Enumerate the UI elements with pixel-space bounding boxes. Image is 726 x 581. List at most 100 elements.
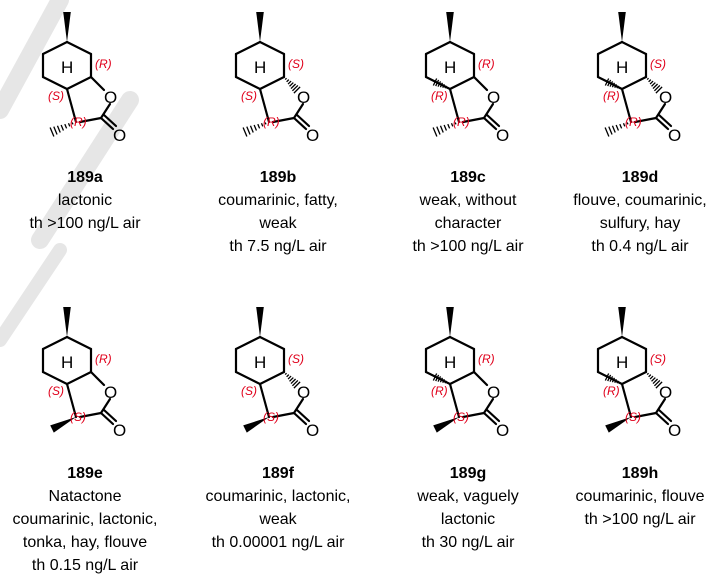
hash-stroke — [646, 372, 650, 376]
lactone-bond — [482, 102, 495, 120]
hash-stroke — [443, 124, 448, 131]
methyl-wedge-top — [618, 307, 626, 337]
descriptor-line: th >100 ng/L air — [584, 511, 696, 528]
hash-stroke — [655, 86, 663, 94]
hash-stroke — [653, 379, 661, 387]
carbonyl-bond — [482, 411, 498, 426]
ring-fusion-bond — [620, 75, 648, 91]
molecule-189c: HOO(R)(R)(R) — [424, 12, 509, 145]
hash-stroke — [649, 375, 654, 380]
hash-stroke — [287, 375, 292, 380]
methyl-wedge — [243, 417, 269, 433]
ring-bond — [234, 370, 262, 386]
lactone-bond — [271, 411, 296, 419]
hash-stroke — [442, 379, 445, 383]
lactone-bond — [472, 370, 489, 387]
hash-stroke — [442, 84, 445, 88]
stereo-label-c3: (S) — [70, 410, 86, 424]
hash-stroke — [264, 122, 267, 125]
ring-oxygen-label: O — [659, 383, 672, 402]
hash-stroke — [432, 127, 438, 137]
hydrogen-atom-label: H — [254, 58, 266, 77]
ring-bond — [424, 75, 452, 91]
lactone-bond — [292, 102, 305, 120]
hash-stroke — [616, 85, 619, 89]
carbonyl-bond — [485, 408, 501, 423]
ring-bond — [620, 40, 648, 56]
h-hash-bond — [604, 373, 621, 385]
lactone-bond — [448, 87, 461, 124]
carbonyl-oxygen-label: O — [113, 126, 126, 145]
hash-stroke — [71, 122, 74, 125]
stereo-label-c1: (S) — [650, 57, 666, 71]
ring-oxygen-label: O — [487, 383, 500, 402]
stereo-label-c3: (R) — [453, 115, 470, 129]
carbonyl-bond — [485, 113, 501, 128]
ring-fusion-bond — [65, 370, 93, 386]
stereo-label-c3: (R) — [70, 115, 87, 129]
lactone-bond — [654, 102, 667, 120]
descriptor-line: lactonic — [440, 511, 496, 528]
carbonyl-bond — [657, 408, 673, 423]
lactone-bond — [89, 75, 106, 92]
lactone-hash-bond — [646, 77, 663, 94]
lactone-hash-bond — [646, 372, 663, 389]
hash-stroke — [446, 86, 449, 90]
hash-stroke — [291, 379, 299, 387]
lactone-bond — [620, 87, 633, 124]
descriptor-line: coumarinic, fatty, — [218, 192, 338, 209]
stereo-label-c2: (S) — [241, 384, 257, 398]
descriptor-line: lactonic — [57, 192, 113, 209]
hash-stroke — [290, 378, 297, 385]
carbonyl-bond — [99, 411, 115, 426]
hash-stroke — [432, 373, 438, 381]
ring-bond — [258, 40, 286, 56]
lactone-bond — [654, 397, 667, 415]
hash-stroke — [435, 79, 440, 87]
methyl-wedge-top — [618, 12, 626, 42]
descriptor-line: coumarinic, flouve — [575, 488, 705, 505]
hash-stroke — [609, 376, 614, 382]
ring-fusion-bond — [448, 75, 476, 91]
hash-stroke — [289, 377, 294, 382]
ring-oxygen-label: O — [297, 383, 310, 402]
descriptor-line: th 7.5 ng/L air — [229, 238, 327, 255]
watermark-stroke — [31, 91, 139, 249]
hash-stroke — [652, 378, 659, 385]
compound-id: 189h — [621, 465, 659, 482]
lactone-hash-bond — [284, 77, 301, 94]
ring-bond — [234, 335, 262, 351]
h-hash-bond — [432, 78, 449, 90]
ring-bond — [620, 335, 648, 351]
hash-stroke — [652, 83, 659, 90]
h-hash-bond — [604, 78, 621, 90]
methyl-wedge-top — [256, 307, 264, 337]
hash-stroke — [604, 78, 610, 86]
carbonyl-bond — [102, 113, 118, 128]
stereo-label-c2: (R) — [431, 384, 448, 398]
carbonyl-bond — [295, 113, 311, 128]
hash-stroke — [444, 380, 447, 384]
ring-bond — [596, 370, 624, 386]
carbonyl-bond — [292, 116, 308, 131]
ring-bond — [258, 335, 286, 351]
hash-stroke — [611, 82, 616, 88]
hash-stroke — [246, 126, 251, 135]
hash-stroke — [615, 124, 620, 131]
hash-stroke — [290, 83, 297, 90]
lactone-bond — [448, 382, 461, 419]
ring-bond — [596, 335, 624, 351]
molecule-189b: HOO(S)(S)(R) — [234, 12, 319, 145]
descriptor-line: weak — [259, 511, 297, 528]
watermark-stroke — [0, 243, 67, 347]
ring-fusion-bond — [258, 75, 286, 91]
lactone-bond — [482, 397, 495, 415]
watermark-stroke — [0, 0, 69, 119]
hydrogen-atom-label: H — [61, 58, 73, 77]
molecules: HOO(R)(S)(R)HOO(S)(S)(R)HOO(R)(R)(R)HOO(… — [41, 12, 681, 440]
hash-stroke — [655, 381, 663, 389]
